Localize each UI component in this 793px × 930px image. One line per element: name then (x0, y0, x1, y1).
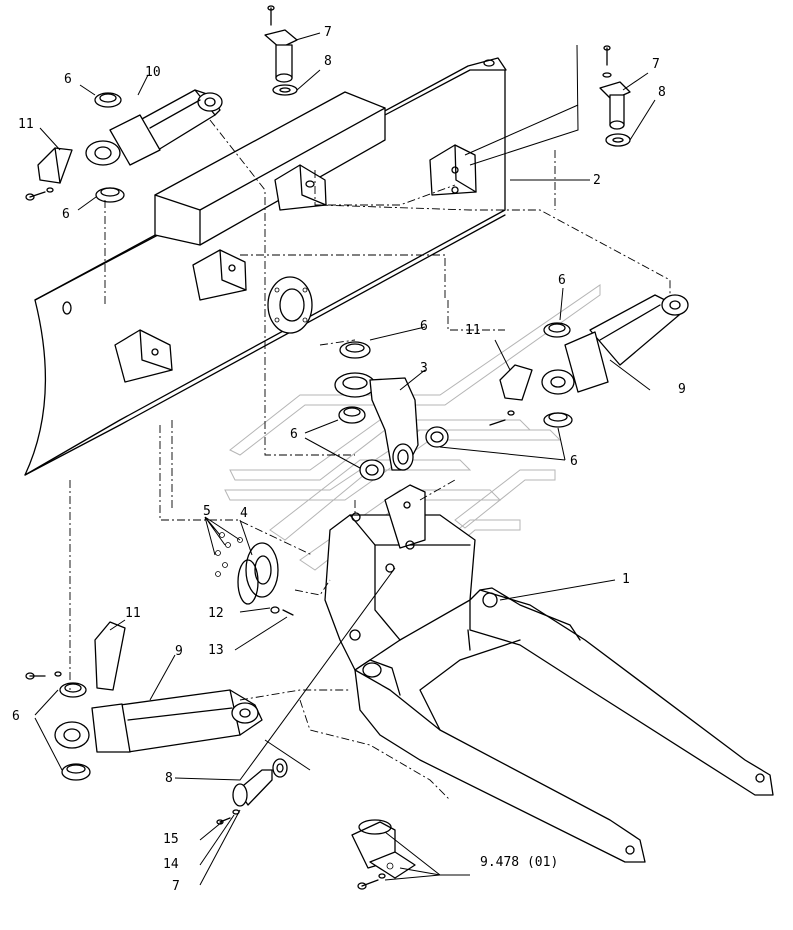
cylinder-lower-left (25, 621, 263, 781)
dashed-assembly-lines (69, 119, 671, 801)
callout-label: 10 (145, 65, 161, 80)
callout-label: 7 (172, 879, 180, 894)
pin-top-center (264, 5, 298, 96)
callout-label: 8 (165, 771, 173, 786)
cylinder-right (489, 294, 689, 428)
callout-label: 5 (203, 504, 211, 519)
callout-label: 14 (163, 857, 179, 872)
cylinder-top-left (85, 89, 223, 203)
link-arm (334, 341, 449, 481)
pin-lower (216, 758, 288, 825)
callout-label: 9.478 (01) (480, 855, 558, 870)
callout-label: 9 (678, 382, 686, 397)
ball-socket-parts (215, 532, 294, 616)
bracket-top-left (25, 147, 73, 201)
callout-label: 6 (12, 709, 20, 724)
callout-label: 11 (465, 323, 481, 338)
leader-lines (34, 32, 656, 886)
callout-label: 8 (658, 85, 666, 100)
callout-label: 4 (240, 506, 248, 521)
callout-label: 6 (290, 427, 298, 442)
pin-top-right (599, 45, 631, 147)
callout-label: 3 (420, 361, 428, 376)
callout-label: 7 (324, 25, 332, 40)
callout-labels: 7 8 7 8 6 10 11 6 2 6 11 6 3 9 6 6 5 4 1… (12, 25, 686, 894)
callout-label: 2 (593, 173, 601, 188)
callout-label: 6 (558, 273, 566, 288)
callout-label: 15 (163, 832, 179, 847)
pin-with-plate (351, 819, 416, 890)
callout-label: 6 (570, 454, 578, 469)
callout-label: 11 (125, 606, 141, 621)
callout-label: 12 (208, 606, 224, 621)
callout-label: 13 (208, 643, 224, 658)
callout-label: 1 (622, 572, 630, 587)
callout-label: 9 (175, 644, 183, 659)
callout-label: 7 (652, 57, 660, 72)
callout-label: 6 (64, 72, 72, 87)
callout-label: 6 (420, 319, 428, 334)
dozer-blade (24, 57, 507, 476)
push-frame (324, 484, 774, 863)
callout-label: 11 (18, 117, 34, 132)
callout-label: 8 (324, 54, 332, 69)
callout-label: 6 (62, 207, 70, 222)
